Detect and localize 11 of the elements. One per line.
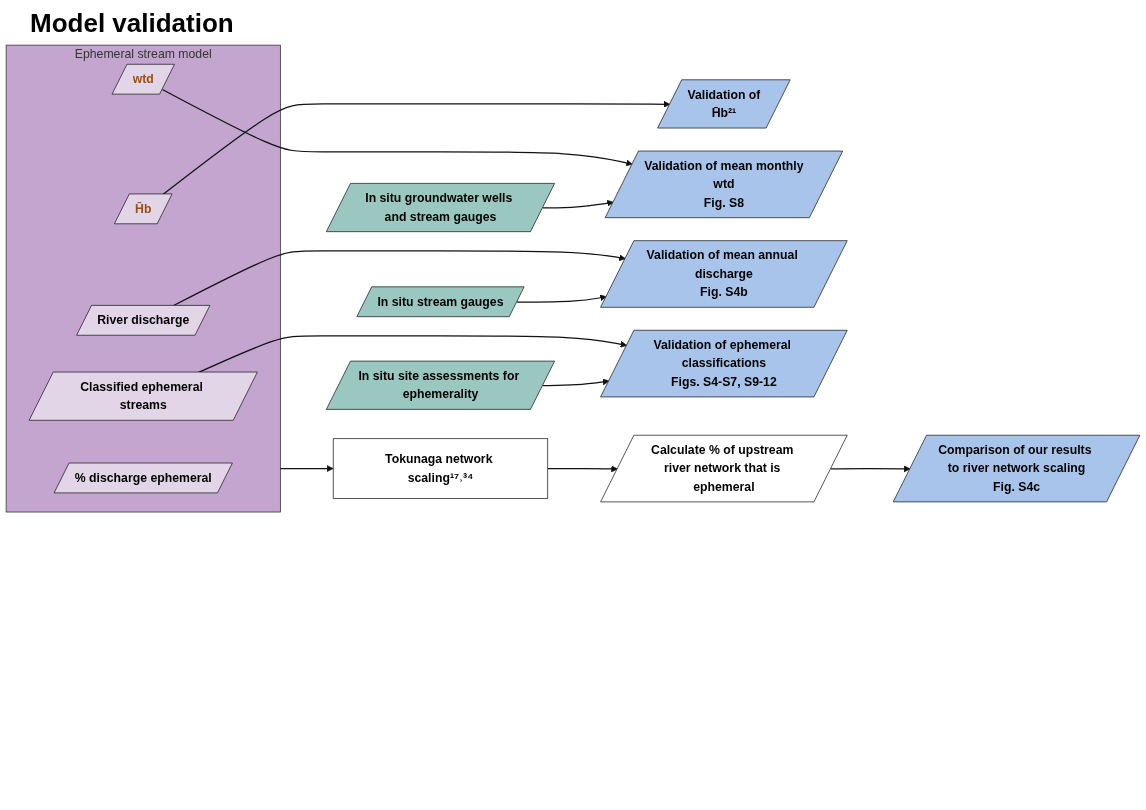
arrow	[830, 465, 911, 473]
arrow	[542, 378, 610, 387]
arrow	[516, 294, 607, 303]
arrow	[542, 199, 614, 209]
arrow	[172, 250, 626, 307]
arrow	[162, 100, 671, 195]
arrow	[279, 465, 334, 472]
node-box: Tokunaga network scaling¹⁷˒³⁴	[332, 438, 549, 499]
diagram-title: Model validation	[30, 8, 235, 39]
arrow	[547, 465, 618, 473]
arrow	[161, 88, 633, 167]
